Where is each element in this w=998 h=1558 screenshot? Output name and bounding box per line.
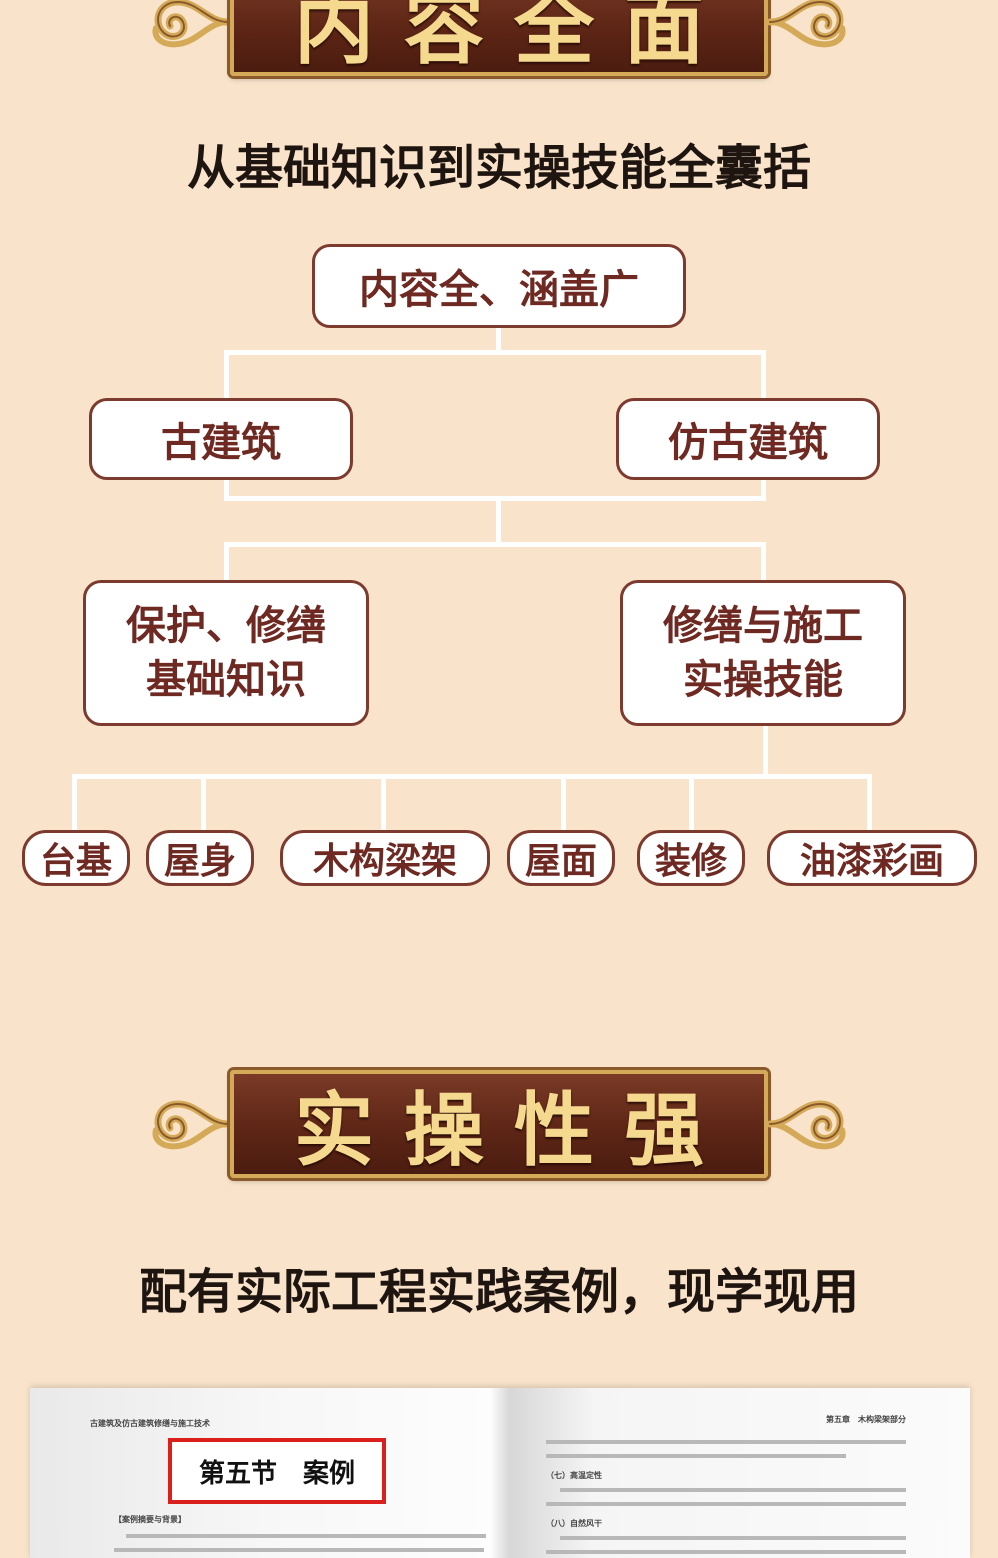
tree-leaf-painting: 油漆彩画 <box>767 830 977 886</box>
tree-node-protection-knowledge: 保护、修缮 基础知识 <box>83 580 369 726</box>
connector-line <box>496 326 501 352</box>
tree-leaf-platform: 台基 <box>22 830 130 886</box>
book-right-header: 第五章 木构梁架部分 <box>826 1415 906 1424</box>
book-left-header: 古建筑及仿古建筑修缮与施工技术 <box>90 1419 210 1428</box>
tree-leaf-label: 屋面 <box>524 840 597 882</box>
connector-line <box>72 774 77 832</box>
connector-line <box>689 774 694 832</box>
connector-line <box>72 774 872 779</box>
tree-leaf-label: 装修 <box>654 840 727 882</box>
tree-root-label: 内容全、涵盖广 <box>359 266 639 313</box>
connector-line <box>224 542 229 582</box>
connector-line <box>761 542 766 582</box>
tree-node-ancient-architecture: 古建筑 <box>89 398 353 480</box>
tree-leaf-timber-frame: 木构梁架 <box>280 830 490 886</box>
connector-line <box>224 350 766 355</box>
tree-node-label: 仿古建筑 <box>668 419 828 466</box>
book-section-label: 第五节 案例 <box>168 1438 386 1504</box>
text-line <box>546 1440 906 1444</box>
cloud-scroll-ornament-icon <box>152 1100 232 1150</box>
connector-line <box>867 774 872 832</box>
connector-line <box>763 724 768 778</box>
cloud-scroll-ornament-icon <box>152 0 232 48</box>
book-preview: 古建筑及仿古建筑修缮与施工技术 第五节 案例 【案例摘要与背景】 第五章 木构梁… <box>30 1388 970 1558</box>
banner-plate: 实操性强 <box>230 1070 768 1178</box>
banner-plate: 内容全面 <box>230 0 768 76</box>
text-line <box>560 1536 906 1540</box>
tree-leaf-label: 油漆彩画 <box>799 840 944 882</box>
tree-leaf-label: 木构梁架 <box>312 840 457 882</box>
connector-line <box>561 774 566 832</box>
tree-node-label-line2: 基础知识 <box>146 656 306 703</box>
cloud-scroll-ornament-icon <box>766 0 846 48</box>
book-right-item: （八）自然风干 <box>546 1519 602 1528</box>
banner-title: 实操性强 <box>294 1083 734 1177</box>
connector-line <box>381 774 386 832</box>
banner-practical: 实操性强 <box>138 1064 860 1184</box>
subtitle-practical: 配有实际工程实践案例，现学现用 <box>138 1264 859 1320</box>
text-line <box>114 1548 484 1552</box>
connector-line <box>224 542 766 547</box>
tree-leaf-decoration: 装修 <box>637 830 745 886</box>
tree-node-label-line2: 实操技能 <box>683 656 843 703</box>
book-section-label-text: 第五节 案例 <box>198 1458 355 1489</box>
banner-content-full: 内容全面 <box>138 0 860 82</box>
connector-line <box>201 774 206 832</box>
text-line <box>546 1550 906 1554</box>
text-line <box>546 1454 846 1458</box>
subtitle-content: 从基础知识到实操技能全囊括 <box>186 140 811 196</box>
connector-line <box>224 496 766 501</box>
tree-node-construction-skills: 修缮与施工 实操技能 <box>620 580 906 726</box>
text-line <box>560 1488 906 1492</box>
tree-leaf-roof: 屋面 <box>507 830 615 886</box>
tree-root-box: 内容全、涵盖广 <box>312 244 686 328</box>
text-line <box>126 1534 486 1538</box>
banner-title: 内容全面 <box>294 0 734 75</box>
book-right-item: （七）高温定性 <box>546 1471 602 1480</box>
tree-node-label-line1: 修缮与施工 <box>663 602 863 649</box>
tree-leaf-label: 台基 <box>39 840 112 882</box>
book-left-heading: 【案例摘要与背景】 <box>114 1515 186 1524</box>
cloud-scroll-ornament-icon <box>766 1100 846 1150</box>
tree-leaf-building-body: 屋身 <box>146 830 254 886</box>
text-line <box>546 1502 906 1506</box>
tree-node-label-line1: 保护、修缮 <box>126 602 326 649</box>
connector-line <box>496 496 501 544</box>
tree-node-label: 古建筑 <box>161 419 281 466</box>
tree-node-antique-style-architecture: 仿古建筑 <box>616 398 880 480</box>
tree-leaf-label: 屋身 <box>163 840 236 882</box>
